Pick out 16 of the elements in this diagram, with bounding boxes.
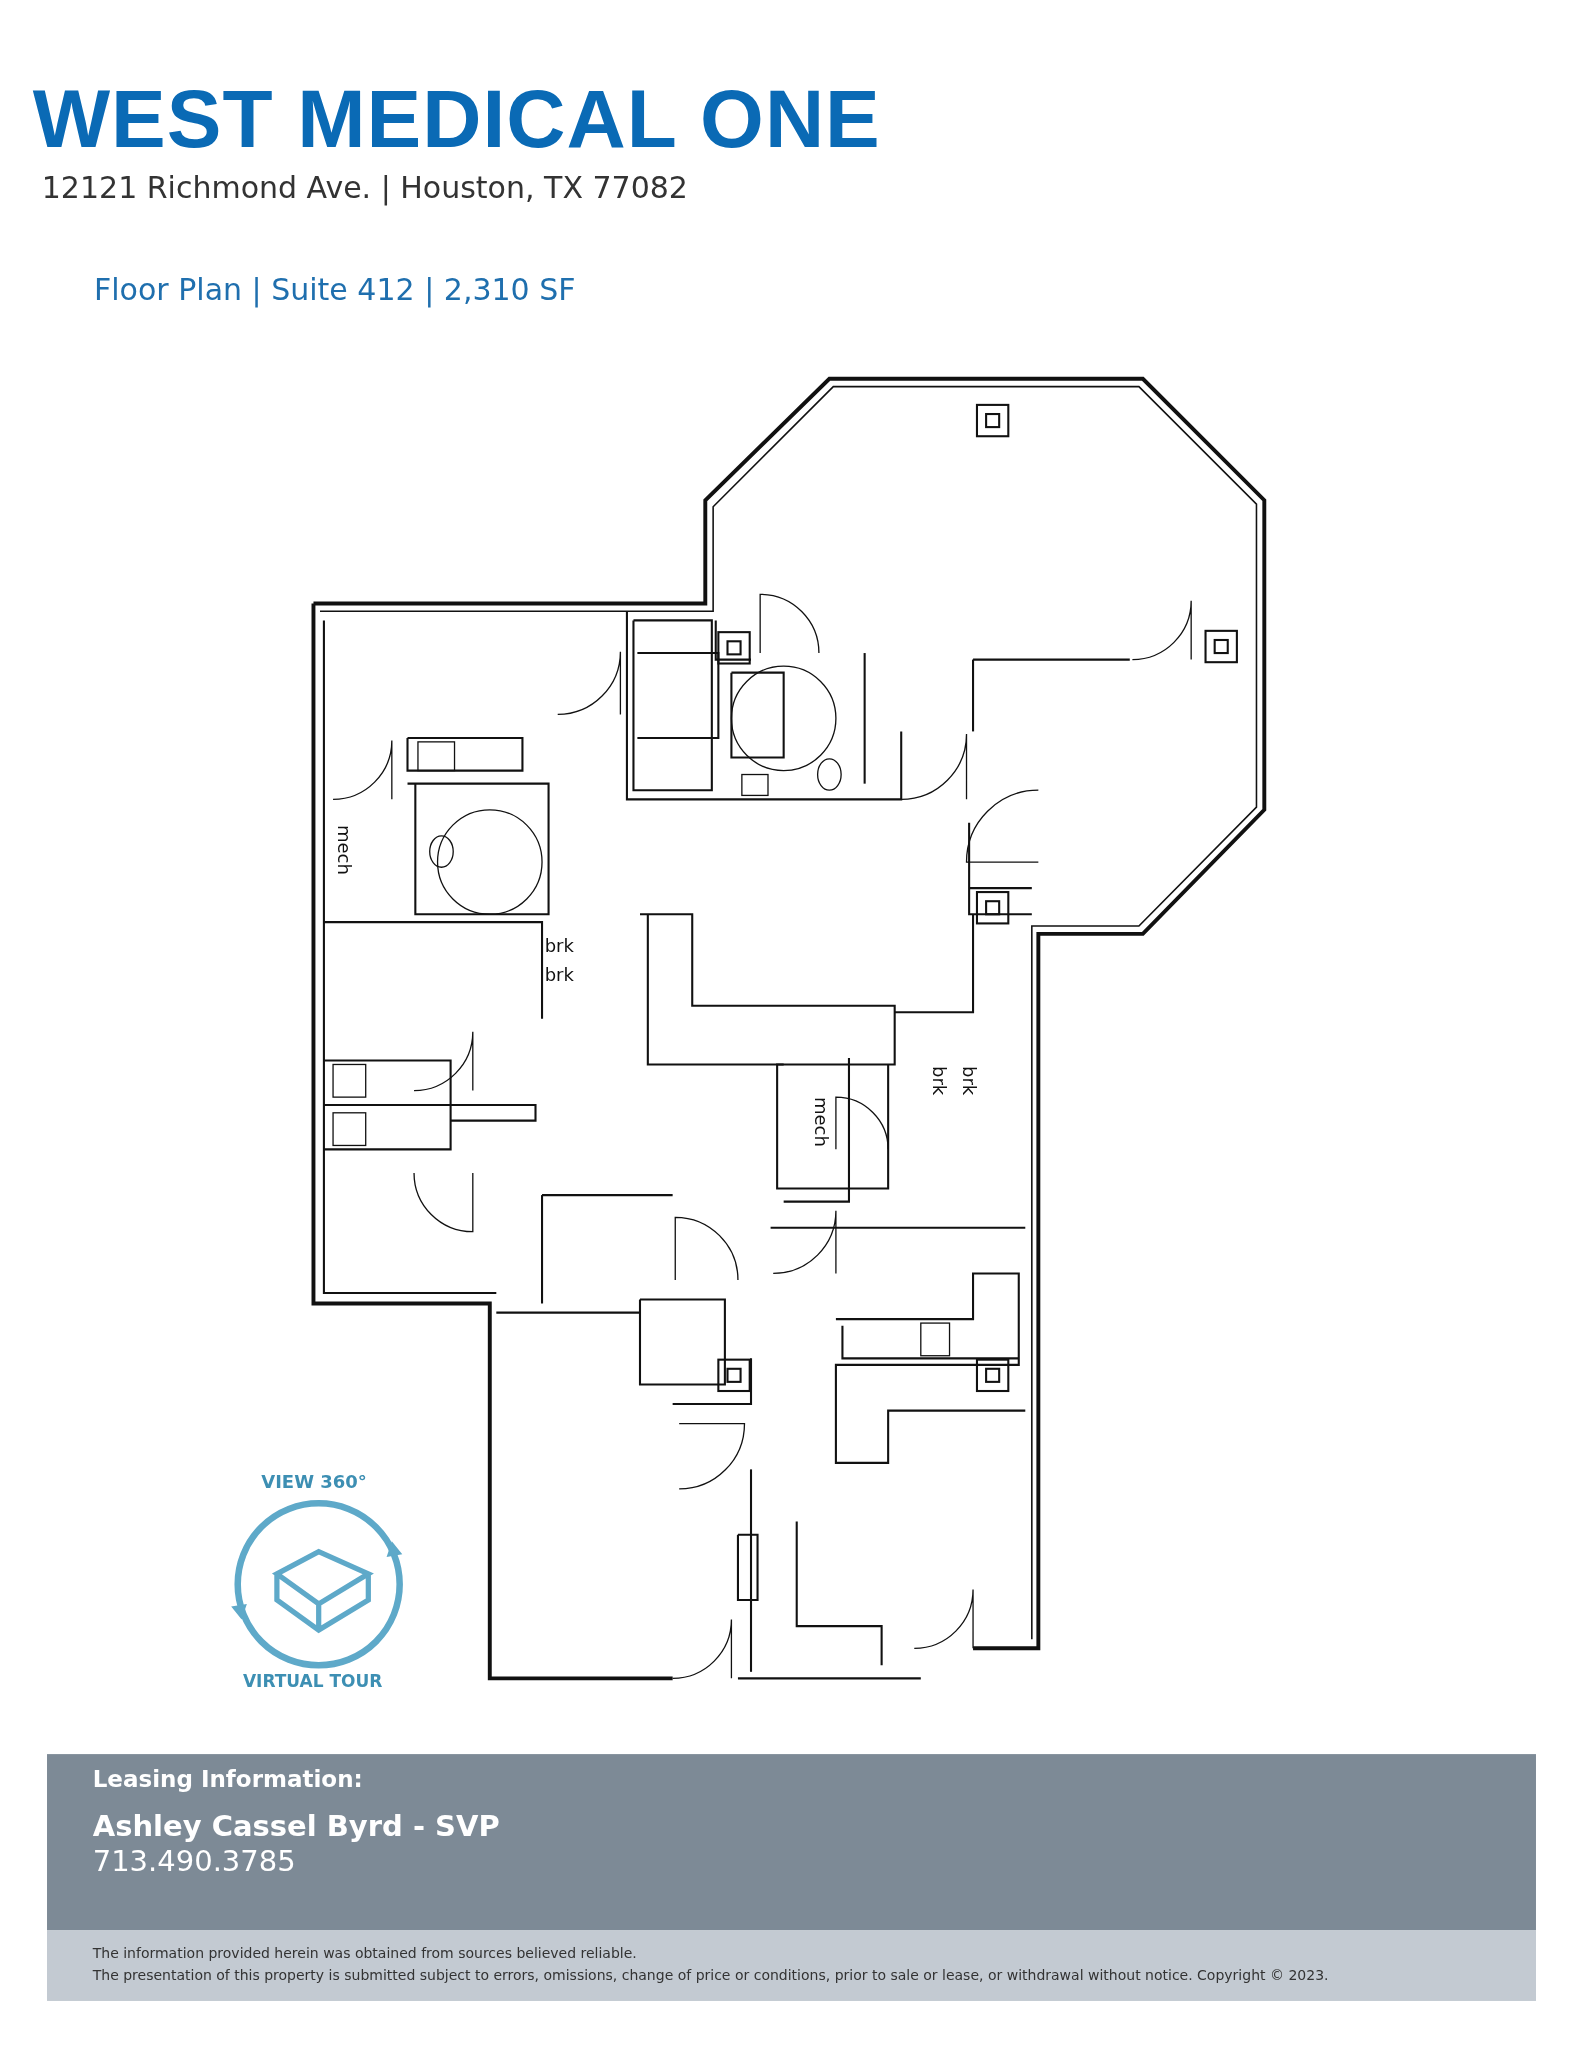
badge-text: VIRTUAL TOUR: [242, 1670, 383, 1691]
disclaimer-text: The information provided herein was obtained from sources believed reliable.: [92, 1944, 637, 1961]
disclaimer-text: The presentation of this property is submitted subject to errors, omissions, change of price or conditions, prior to sale or lease, or withdrawal without notice. Copyright © 2023.: [92, 1967, 1329, 1983]
address-text: 12121 Richmond Ave. | Houston, TX 77082: [41, 169, 688, 205]
contact-name: Ashley Cassel Byrd - SVP: [92, 1808, 500, 1843]
room-label: brk: [958, 1065, 980, 1095]
room-label: mech: [334, 825, 356, 876]
room-label: brk: [928, 1065, 950, 1095]
room-label: brk: [544, 935, 574, 957]
phone-number: 713.490.3785: [92, 1844, 296, 1879]
badge-text: VIEW 360°: [261, 1470, 367, 1492]
room-label: brk: [544, 963, 574, 985]
section-heading: Leasing Information:: [92, 1765, 363, 1792]
page-title: WEST MEDICAL ONE: [32, 71, 881, 166]
floor-plan-subtitle: Floor Plan | Suite 412 | 2,310 SF: [94, 271, 576, 307]
room-label: mech: [811, 1097, 832, 1148]
